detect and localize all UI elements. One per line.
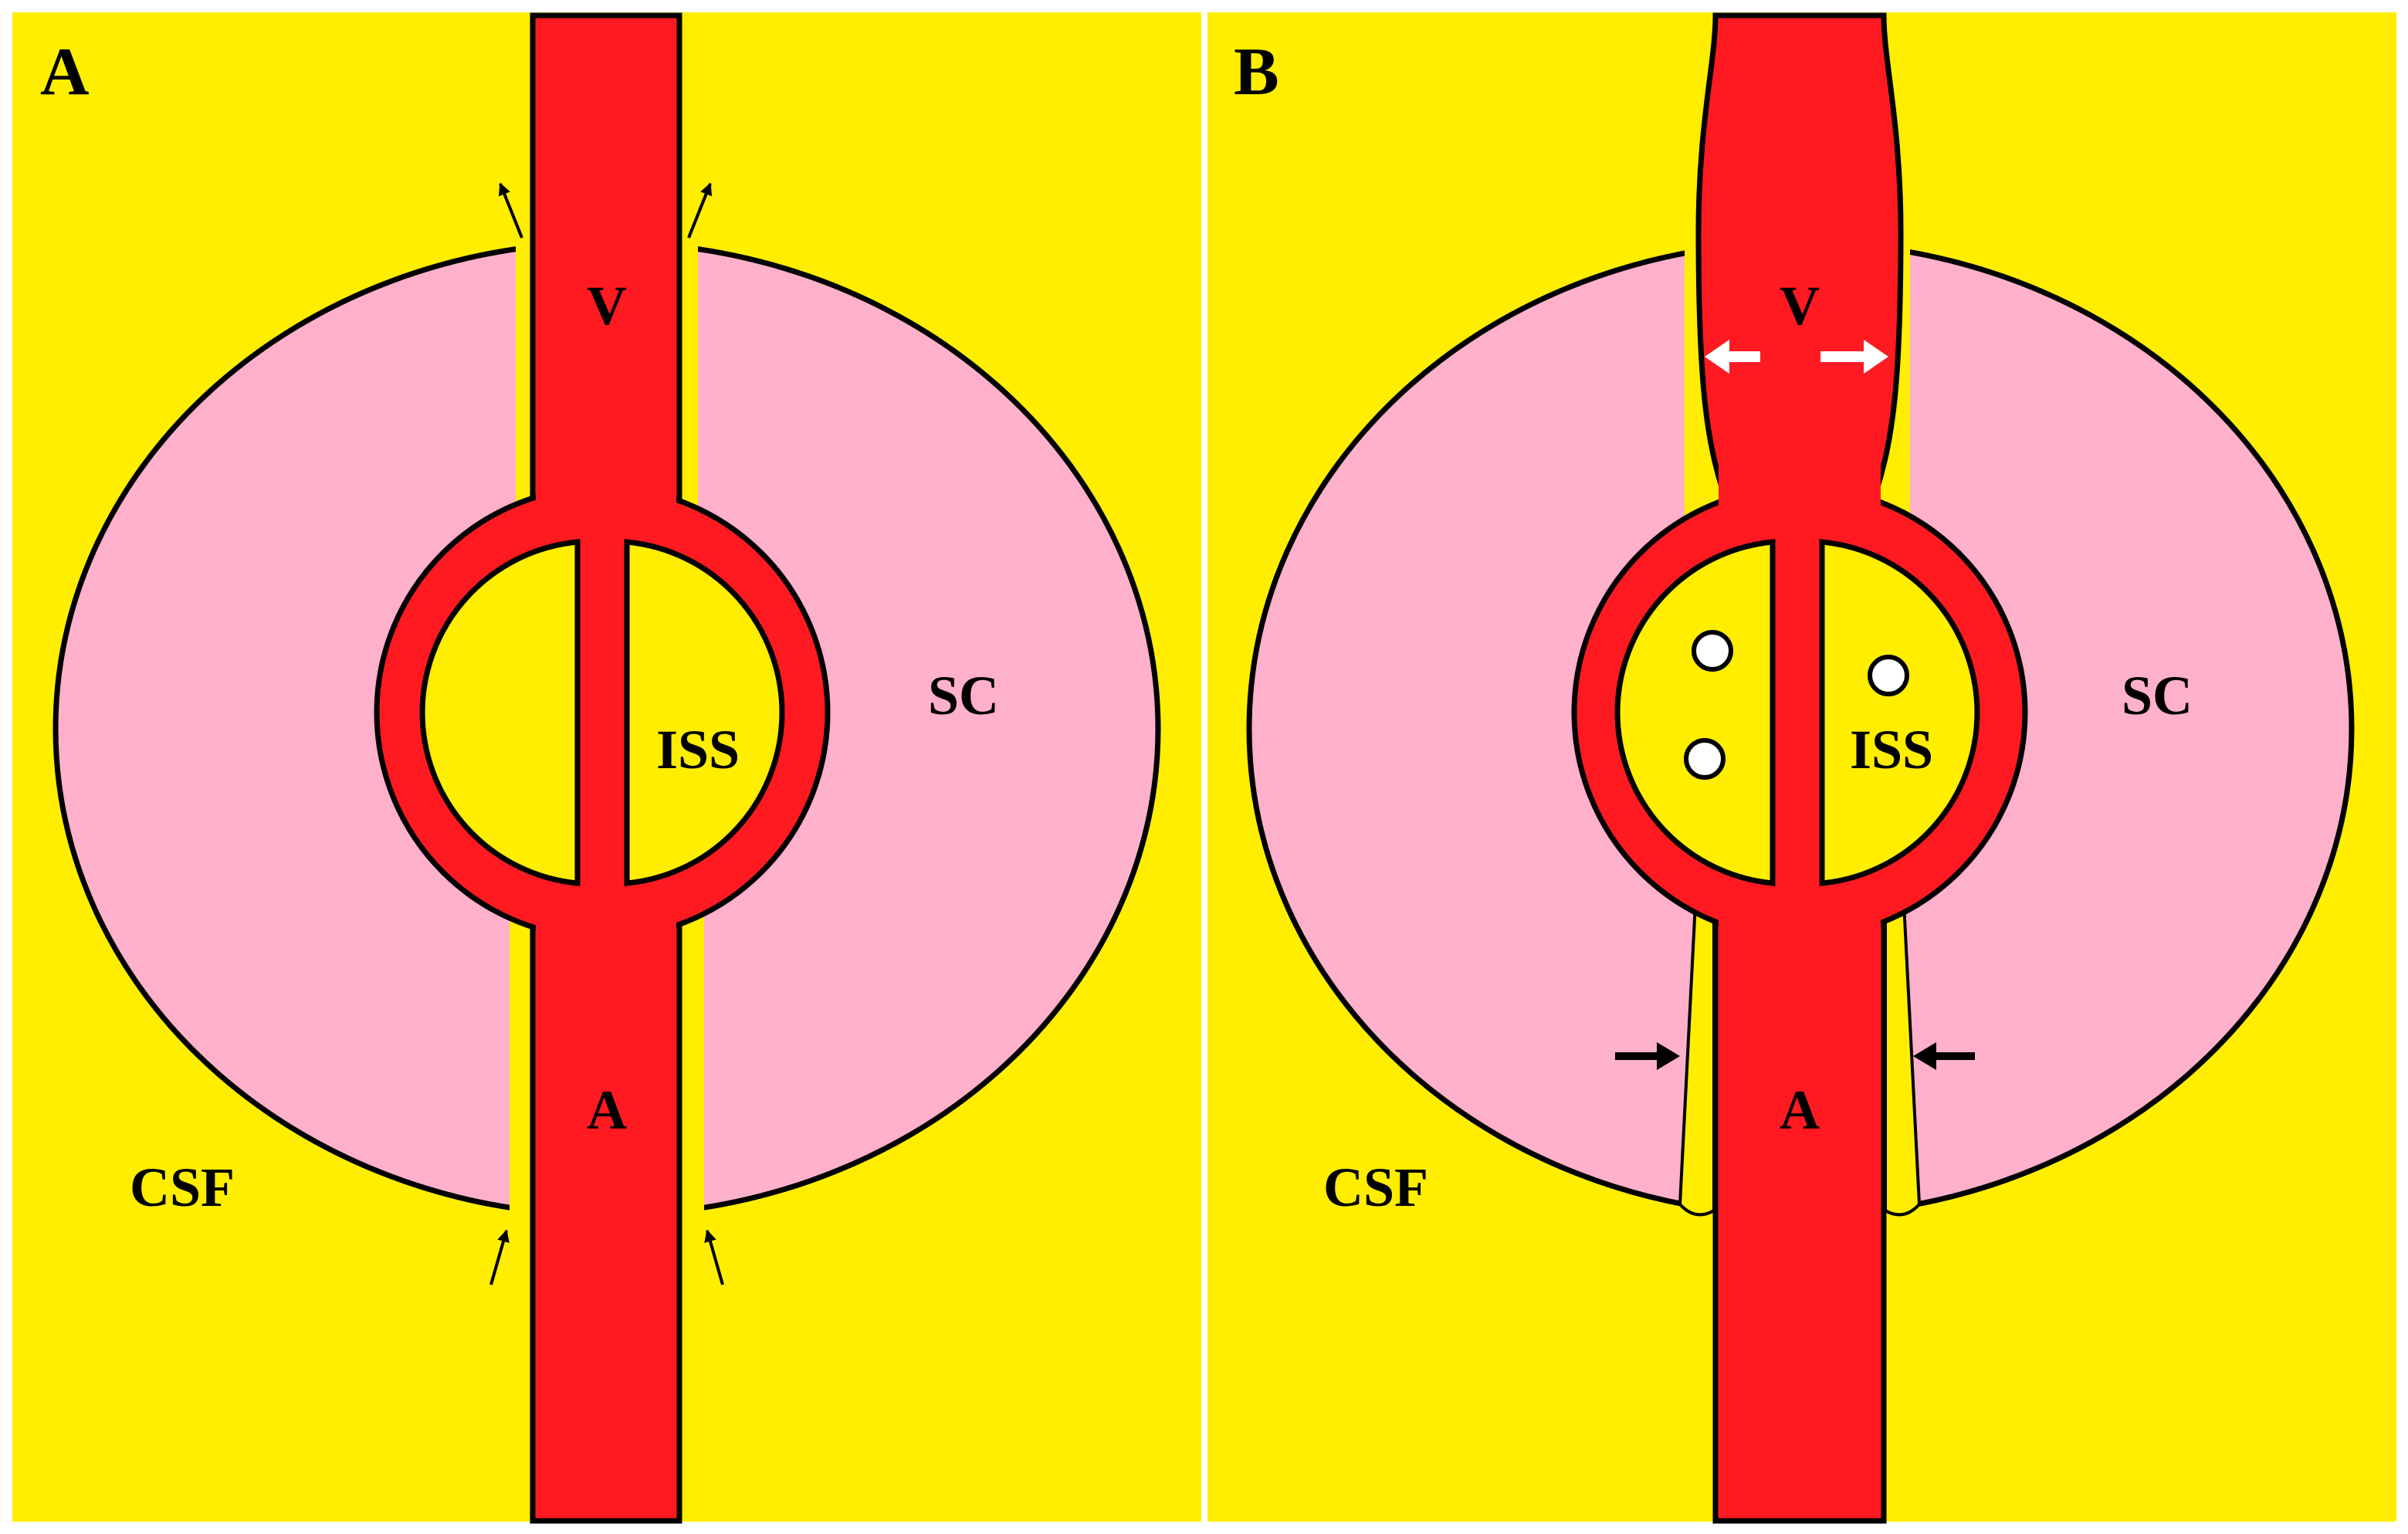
vein-dilation-arrow-icon <box>1820 340 1888 374</box>
panel-a-artery-label: A <box>587 1079 627 1141</box>
panel-b-iss-label: ISS <box>1850 719 1933 781</box>
panel-a-sc-label: SC <box>928 665 999 726</box>
panel-b-csf-label: CSF <box>1323 1156 1428 1218</box>
panel-b: B V A ISS SC CSF <box>1207 12 2396 1524</box>
panel-a-iss-right <box>624 539 785 886</box>
panel-b-artery-label: A <box>1780 1079 1820 1141</box>
panel-a-iss-label: ISS <box>656 719 740 781</box>
panel-a-letter: A <box>40 35 90 110</box>
iss-cell-circle-icon <box>1692 630 1733 672</box>
artery-compression-arrow-icon <box>1615 1042 1680 1070</box>
perivascular-inflow-arrow-icon <box>489 1229 510 1285</box>
perivascular-inflow-arrow-icon <box>704 1229 724 1285</box>
panel-b-iss-left <box>1614 539 1776 886</box>
panel-a-vein-label: V <box>587 275 627 337</box>
panel-b-vein-label: V <box>1780 275 1820 337</box>
vein-dilation-arrow-icon <box>1705 340 1760 374</box>
panel-b-sc-label: SC <box>2122 665 2193 726</box>
panel-b-letter: B <box>1234 35 1279 110</box>
panel-a-csf-label: CSF <box>130 1156 235 1218</box>
artery-compression-arrow-icon <box>1913 1042 1975 1070</box>
perivascular-outflow-arrow-icon <box>498 182 523 239</box>
perivascular-outflow-arrow-icon <box>687 182 713 239</box>
panel-a-iss-left <box>419 539 581 886</box>
panel-b-dilated-vein <box>1695 12 1904 513</box>
panel-b-iss-right <box>1819 539 1980 886</box>
iss-cell-circle-icon <box>1868 655 1909 696</box>
iss-cell-circle-icon <box>1684 738 1726 780</box>
panel-a: A V A ISS SC CSF <box>12 12 1201 1524</box>
